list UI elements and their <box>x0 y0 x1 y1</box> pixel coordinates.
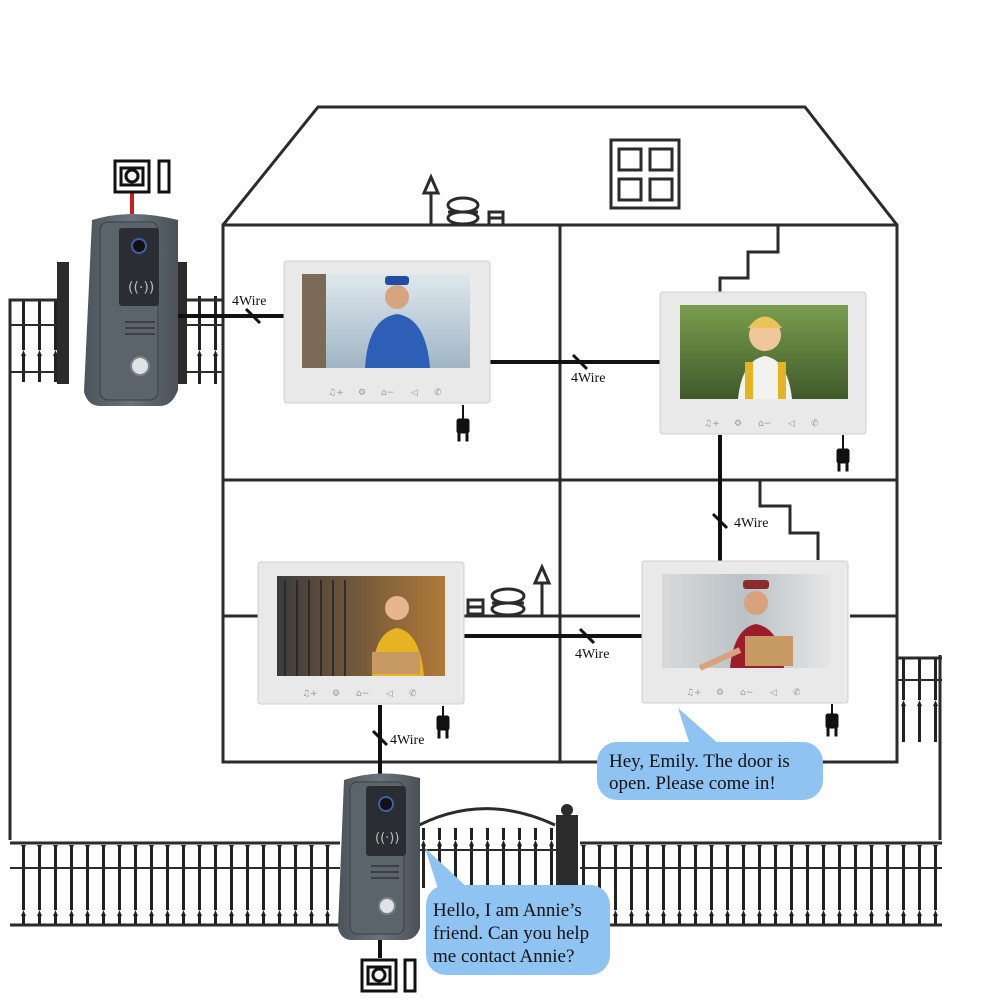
settings-icon: ⚙ <box>716 688 724 698</box>
call-icon: ✆ <box>793 688 801 698</box>
box-icon-lower <box>466 598 485 616</box>
electric-lock-icon-bottom <box>360 958 417 993</box>
intercom-icon: ◁ <box>770 688 777 698</box>
lamp-icon-lower <box>532 563 552 616</box>
lamp-icon <box>421 173 441 225</box>
call-button-icon <box>130 356 150 376</box>
bell-volume-icon: ♫+ <box>302 689 318 699</box>
bell-volume-icon: ♫+ <box>328 388 344 398</box>
stool-icon-lower <box>490 587 526 617</box>
attic-window-icon <box>609 138 681 210</box>
outdoor-doorbell-unit-2: ((·)) <box>338 773 420 940</box>
wire-label-bottom-left-vertical: 4Wire <box>390 733 424 748</box>
intercom-icon: ◁ <box>411 388 418 398</box>
resident-message-line-1: Hey, Emily. The door is <box>609 751 790 772</box>
house-outline <box>221 105 899 764</box>
fence-right <box>898 656 942 742</box>
settings-icon: ⚙ <box>734 419 742 429</box>
resident-message-line-2: open. Please come in! <box>609 773 776 794</box>
unlock-icon: ⌂− <box>381 388 394 398</box>
call-button-icon <box>378 897 396 915</box>
wire-label-right-vertical: 4Wire <box>734 516 768 531</box>
wire-label-top-middle: 4Wire <box>571 371 605 386</box>
indoor-monitor-2: ♫+ ⚙ ⌂− ◁ ✆ <box>659 291 867 435</box>
visitor-message-line-3: me contact Annie? <box>433 946 574 967</box>
fence-bottom <box>10 841 942 927</box>
wire-label-bottom-middle: 4Wire <box>575 647 609 662</box>
intercom-icon: ◁ <box>386 689 393 699</box>
call-icon: ✆ <box>409 689 417 699</box>
intercom-icon: ◁ <box>788 419 795 429</box>
call-icon: ✆ <box>434 388 442 398</box>
staircase-upper <box>718 225 780 292</box>
speech-bubble-visitor: Hello, I am Annie’s friend. Can you help… <box>425 848 610 975</box>
unlock-icon: ⌂− <box>740 688 753 698</box>
bell-volume-icon: ♫+ <box>704 419 720 429</box>
unlock-icon: ⌂− <box>356 689 369 699</box>
stool-icon <box>446 196 480 226</box>
bell-volume-icon: ♫+ <box>686 688 702 698</box>
outdoor-doorbell-unit-1: ((·)) <box>84 214 178 406</box>
indoor-monitor-1: ♫+ ⚙ ⌂− ◁ ✆ <box>283 260 491 404</box>
settings-icon: ⚙ <box>358 388 366 398</box>
visitor-message-line-2: friend. Can you help <box>433 923 589 944</box>
power-plug-icon <box>436 405 850 739</box>
rfid-reader-icon: ((·)) <box>128 280 154 296</box>
wire-label-top-left: 4Wire <box>232 294 266 309</box>
speech-bubble-resident: Hey, Emily. The door is open. Please com… <box>597 708 823 800</box>
indoor-monitor-4: ♫+ ⚙ ⌂− ◁ ✆ <box>641 560 849 704</box>
visitor-message-line-1: Hello, I am Annie’s <box>433 900 582 921</box>
indoor-monitor-3: ♫+ ⚙ ⌂− ◁ ✆ <box>257 561 465 705</box>
camera-lens-icon <box>378 796 394 812</box>
rfid-reader-icon: ((·)) <box>375 831 399 846</box>
box-icon <box>487 210 505 227</box>
wiring <box>172 314 722 958</box>
settings-icon: ⚙ <box>332 689 340 699</box>
unlock-icon: ⌂− <box>758 419 771 429</box>
staircase-lower <box>758 480 820 560</box>
wire-ticks <box>244 307 729 747</box>
electric-lock-icon <box>113 159 171 194</box>
camera-lens-icon <box>131 238 147 254</box>
call-icon: ✆ <box>811 419 819 429</box>
